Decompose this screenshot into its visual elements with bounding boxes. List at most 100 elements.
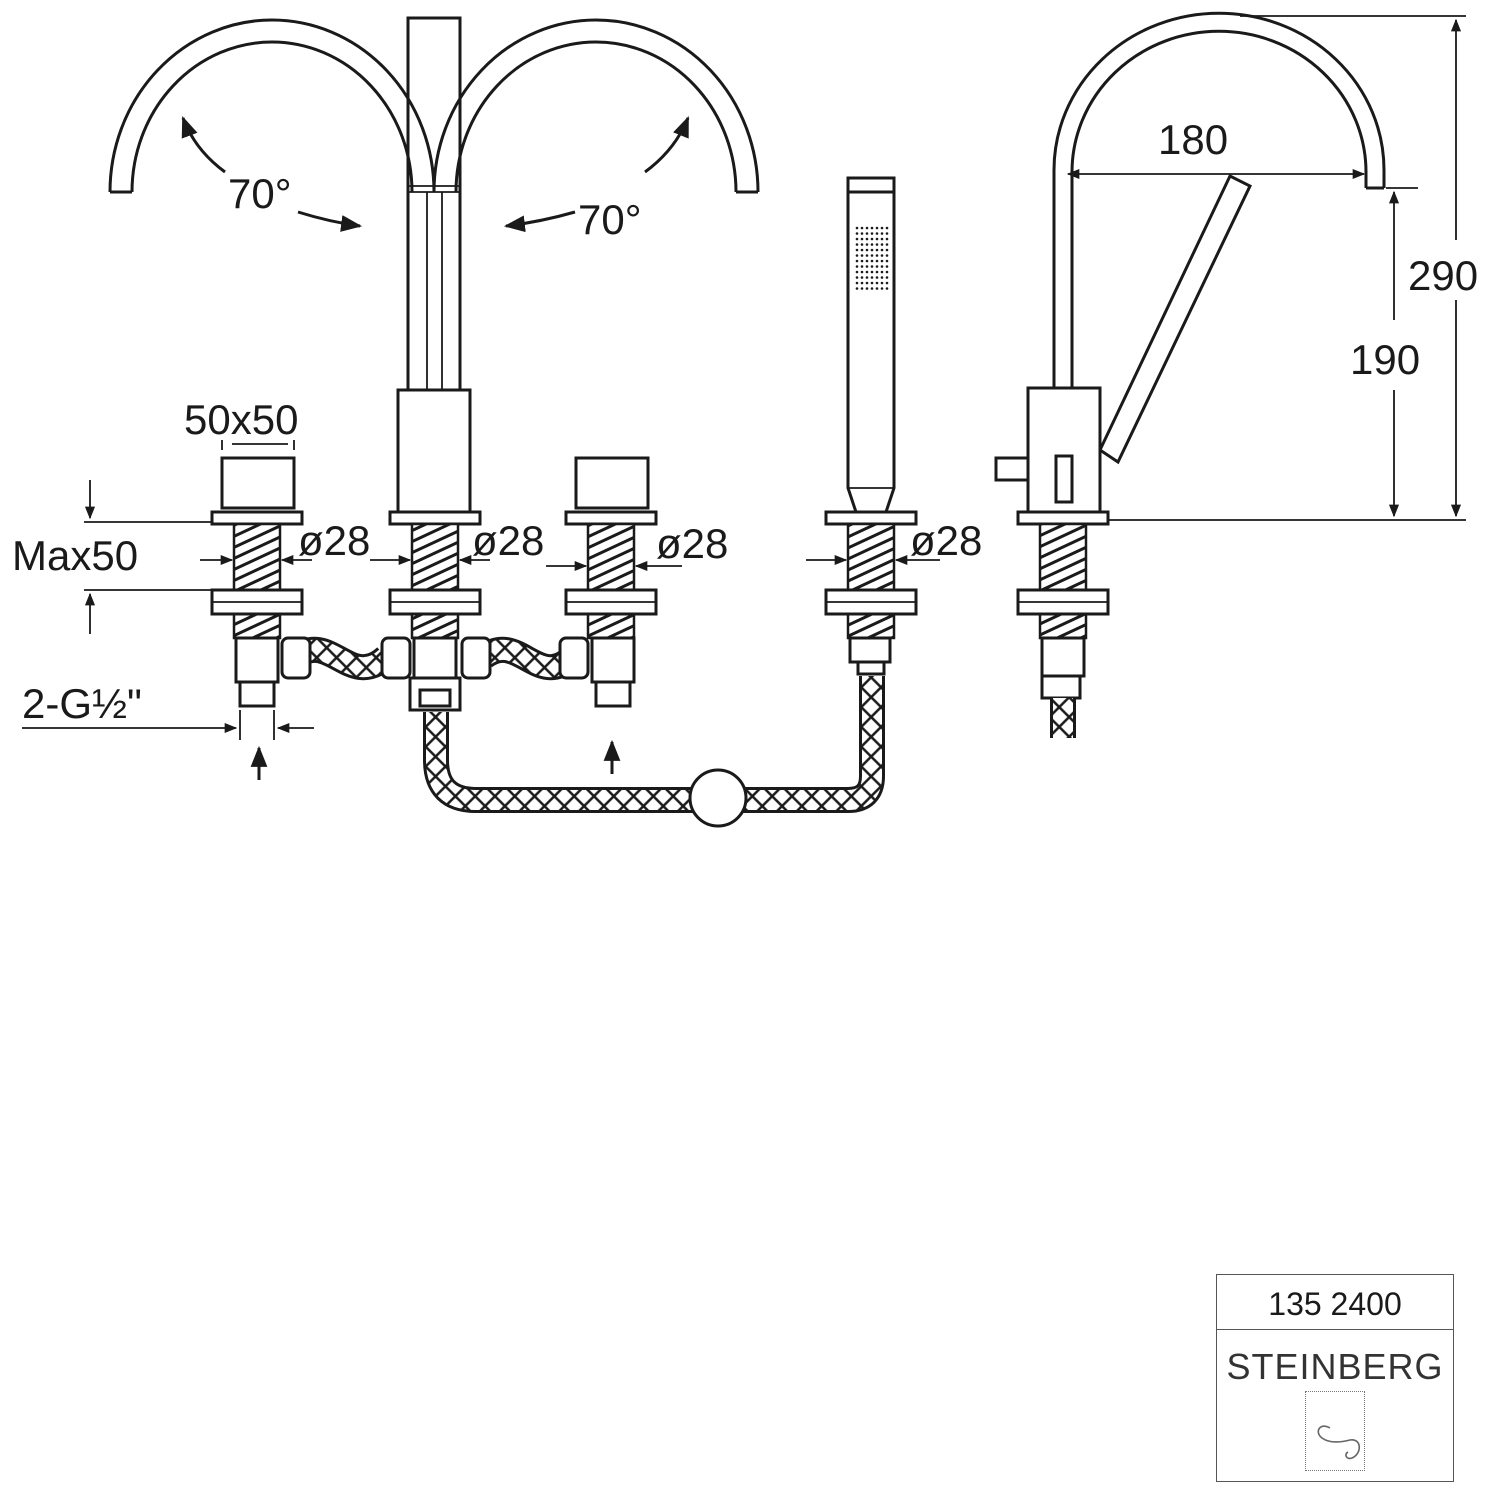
spray-nozzle-dot [870,270,874,274]
spray-nozzle-dot [885,237,889,241]
spray-nozzle-dot [865,287,869,290]
spray-nozzle-dot [875,232,879,235]
spray-nozzle-dot [855,287,859,290]
spray-nozzle-dot [860,276,864,279]
swing-arrow-right-up [644,116,690,174]
spray-nozzle-dot [880,265,884,268]
spray-nozzle-dot [870,243,874,246]
spray-nozzle-dot [870,248,874,252]
title-block: 135 2400 STEINBERG [1216,1274,1454,1482]
spray-nozzle-dot [865,254,869,257]
spray-nozzle-dot [875,276,879,279]
spray-nozzle-dot [885,248,889,252]
swing-angle-left: 70° [228,170,292,217]
spray-nozzle-dot [885,270,889,274]
spray-nozzle-dot [880,254,884,257]
spray-nozzle-dot [885,254,889,257]
spray-nozzle-dot [885,287,889,290]
spray-nozzle-dot [885,243,889,246]
spray-nozzle-dot [860,259,864,263]
mounting-nuts [210,588,918,616]
spray-nozzle-dot [860,270,864,274]
swing-arrow-left-in [297,210,363,232]
spray-nozzle-dot [865,232,869,235]
side-spout [1052,11,1386,388]
left-inlet [238,680,276,708]
brand-name: STEINBERG [1226,1346,1444,1387]
spray-nozzle-dot [865,259,869,263]
spout-column [396,16,472,516]
hand-shower [846,176,896,514]
spray-nozzle-dot [855,281,859,285]
spray-nozzle-dot [870,254,874,257]
logo-swirl-icon [1317,1425,1361,1460]
spray-nozzle-dot [870,281,874,285]
spray-nozzle-dot [865,237,869,241]
brand-logo [1305,1391,1365,1471]
handle-size-label: 50x50 [184,396,298,443]
spray-nozzle-dot [880,248,884,252]
front-view: 70° 70° 50x50 [12,16,982,828]
left-handle [220,456,296,510]
diameter-label-1: ø28 [298,517,370,564]
swing-angle-right: 70° [578,196,642,243]
hose-weight [688,768,748,828]
spray-nozzle-dot [885,226,889,230]
spray-nozzle-dot [855,270,859,274]
spray-nozzle-dot [865,226,869,230]
spray-nozzle-dot [870,259,874,263]
threaded-shanks [232,522,896,640]
spray-nozzle-dot [870,265,874,268]
spray-nozzle-dot [875,281,879,285]
diameter-label-2: ø28 [472,517,544,564]
spray-nozzle-dot [870,276,874,279]
side-view: 180 290 190 [994,11,1478,738]
spray-nozzle-dot [880,276,884,279]
spray-nozzle-dot [870,287,874,290]
max-deck-thickness: Max50 [12,532,138,579]
spray-nozzle-dot [855,248,859,252]
spray-nozzle-dot [865,270,869,274]
spray-nozzle-dot [885,281,889,285]
spray-nozzle-dot [865,265,869,268]
spray-nozzle-dot [880,232,884,235]
spray-nozzle-dot [870,232,874,235]
spray-nozzle-dot [885,232,889,235]
spray-nozzle-dot [860,248,864,252]
spray-nozzle-dot [875,259,879,263]
spray-nozzle-dot [875,226,879,230]
spray-nozzle-dot [880,287,884,290]
spray-nozzle-dot [860,265,864,268]
spray-nozzle-dot [875,237,879,241]
side-lever [1098,173,1252,465]
spray-nozzle-dot [875,254,879,257]
reach-dimension: 180 [1158,116,1228,163]
spray-nozzle-dot [860,287,864,290]
spray-nozzle-dot [860,226,864,230]
spray-nozzle-dot [875,243,879,246]
spray-nozzle-dot [855,259,859,263]
shower-hose [423,676,885,828]
swing-arrow-left-up [181,116,226,174]
spray-nozzle-dot [860,243,864,246]
spray-nozzle-dot [860,281,864,285]
spray-nozzle-dot [880,243,884,246]
spray-nozzle-dot [870,237,874,241]
spray-nozzle-dot [855,265,859,268]
spray-nozzle-dot [855,237,859,241]
spray-nozzle-dot [865,276,869,279]
spray-nozzle-dot [865,248,869,252]
spray-nozzle-dot [870,226,874,230]
spray-nozzle-dot [860,232,864,235]
right-handle [574,456,650,510]
spout-height-dimension: 190 [1350,336,1420,383]
spray-nozzle-dot [865,281,869,285]
product-code: 135 2400 [1217,1275,1453,1330]
spray-nozzle-dot [855,232,859,235]
spray-nozzle-dot [855,226,859,230]
swing-arrow-right-in [503,210,576,233]
diameter-label-4: ø28 [910,517,982,564]
spray-nozzle-dot [860,254,864,257]
spray-nozzle-dot [880,237,884,241]
